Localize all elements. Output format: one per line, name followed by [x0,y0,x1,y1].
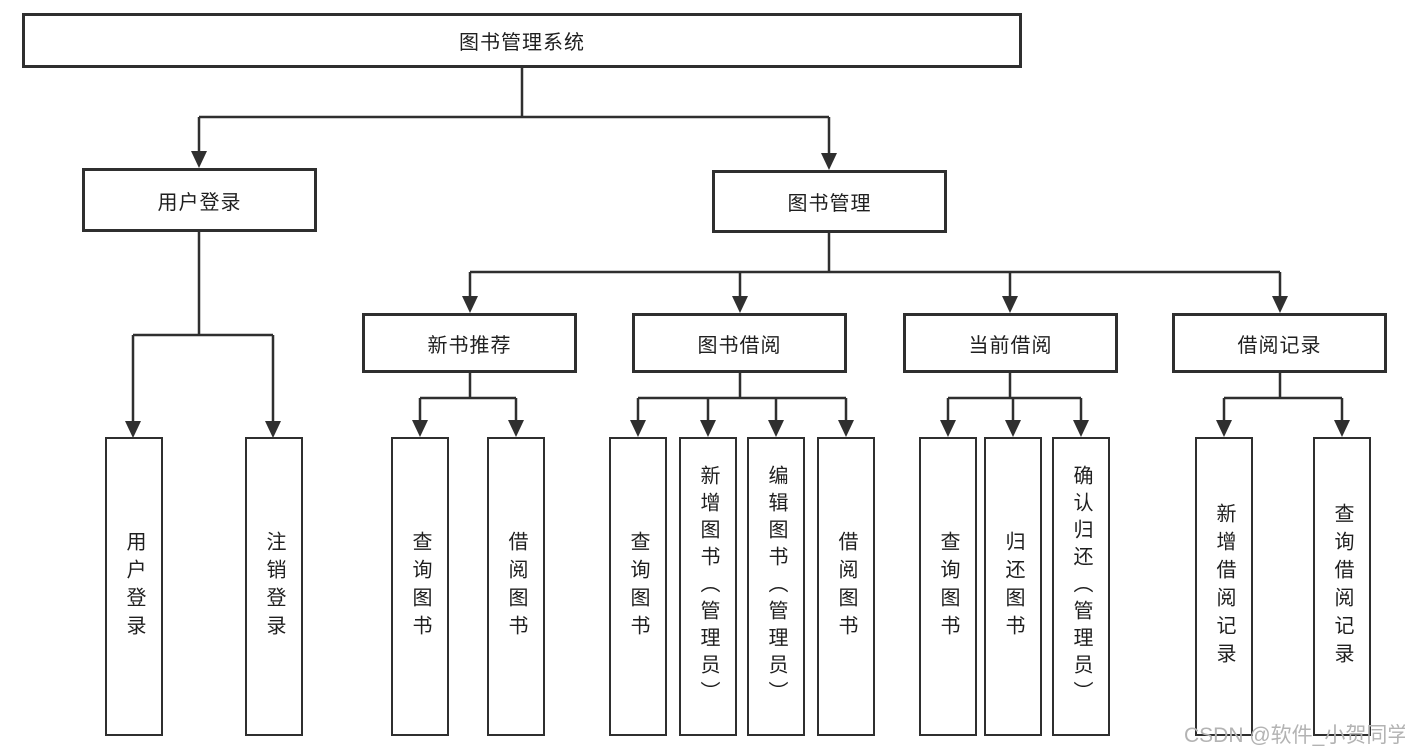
node-leaf-borrow-book-recommend: 借阅图书 [487,437,545,736]
node-new-book-recommend: 新书推荐 [362,313,577,373]
node-current-borrowing: 当前借阅 [903,313,1118,373]
node-leaf-borrow-book: 借阅图书 [817,437,875,736]
node-leaf-return-book: 归还图书 [984,437,1042,736]
node-leaf-confirm-return-admin: 确认归还（管理员） [1052,437,1110,736]
node-leaf-query-book-borrow: 查询图书 [609,437,667,736]
node-leaf-edit-book-admin: 编辑图书（管理员） [747,437,805,736]
node-leaf-logout: 注销登录 [245,437,303,736]
node-leaf-query-book-recommend: 查询图书 [391,437,449,736]
node-leaf-query-book-current: 查询图书 [919,437,977,736]
node-library-management-system: 图书管理系统 [22,13,1022,68]
node-leaf-add-book-admin: 新增图书（管理员） [679,437,737,736]
node-book-management: 图书管理 [712,170,947,233]
node-leaf-add-borrow-record: 新增借阅记录 [1195,437,1253,736]
csdn-watermark: CSDN @软件_小贺同学 [1184,724,1405,747]
node-leaf-query-borrow-record: 查询借阅记录 [1313,437,1371,736]
node-book-borrowing: 图书借阅 [632,313,847,373]
node-borrowing-records: 借阅记录 [1172,313,1387,373]
node-leaf-user-login: 用户登录 [105,437,163,736]
node-user-login: 用户登录 [82,168,317,232]
